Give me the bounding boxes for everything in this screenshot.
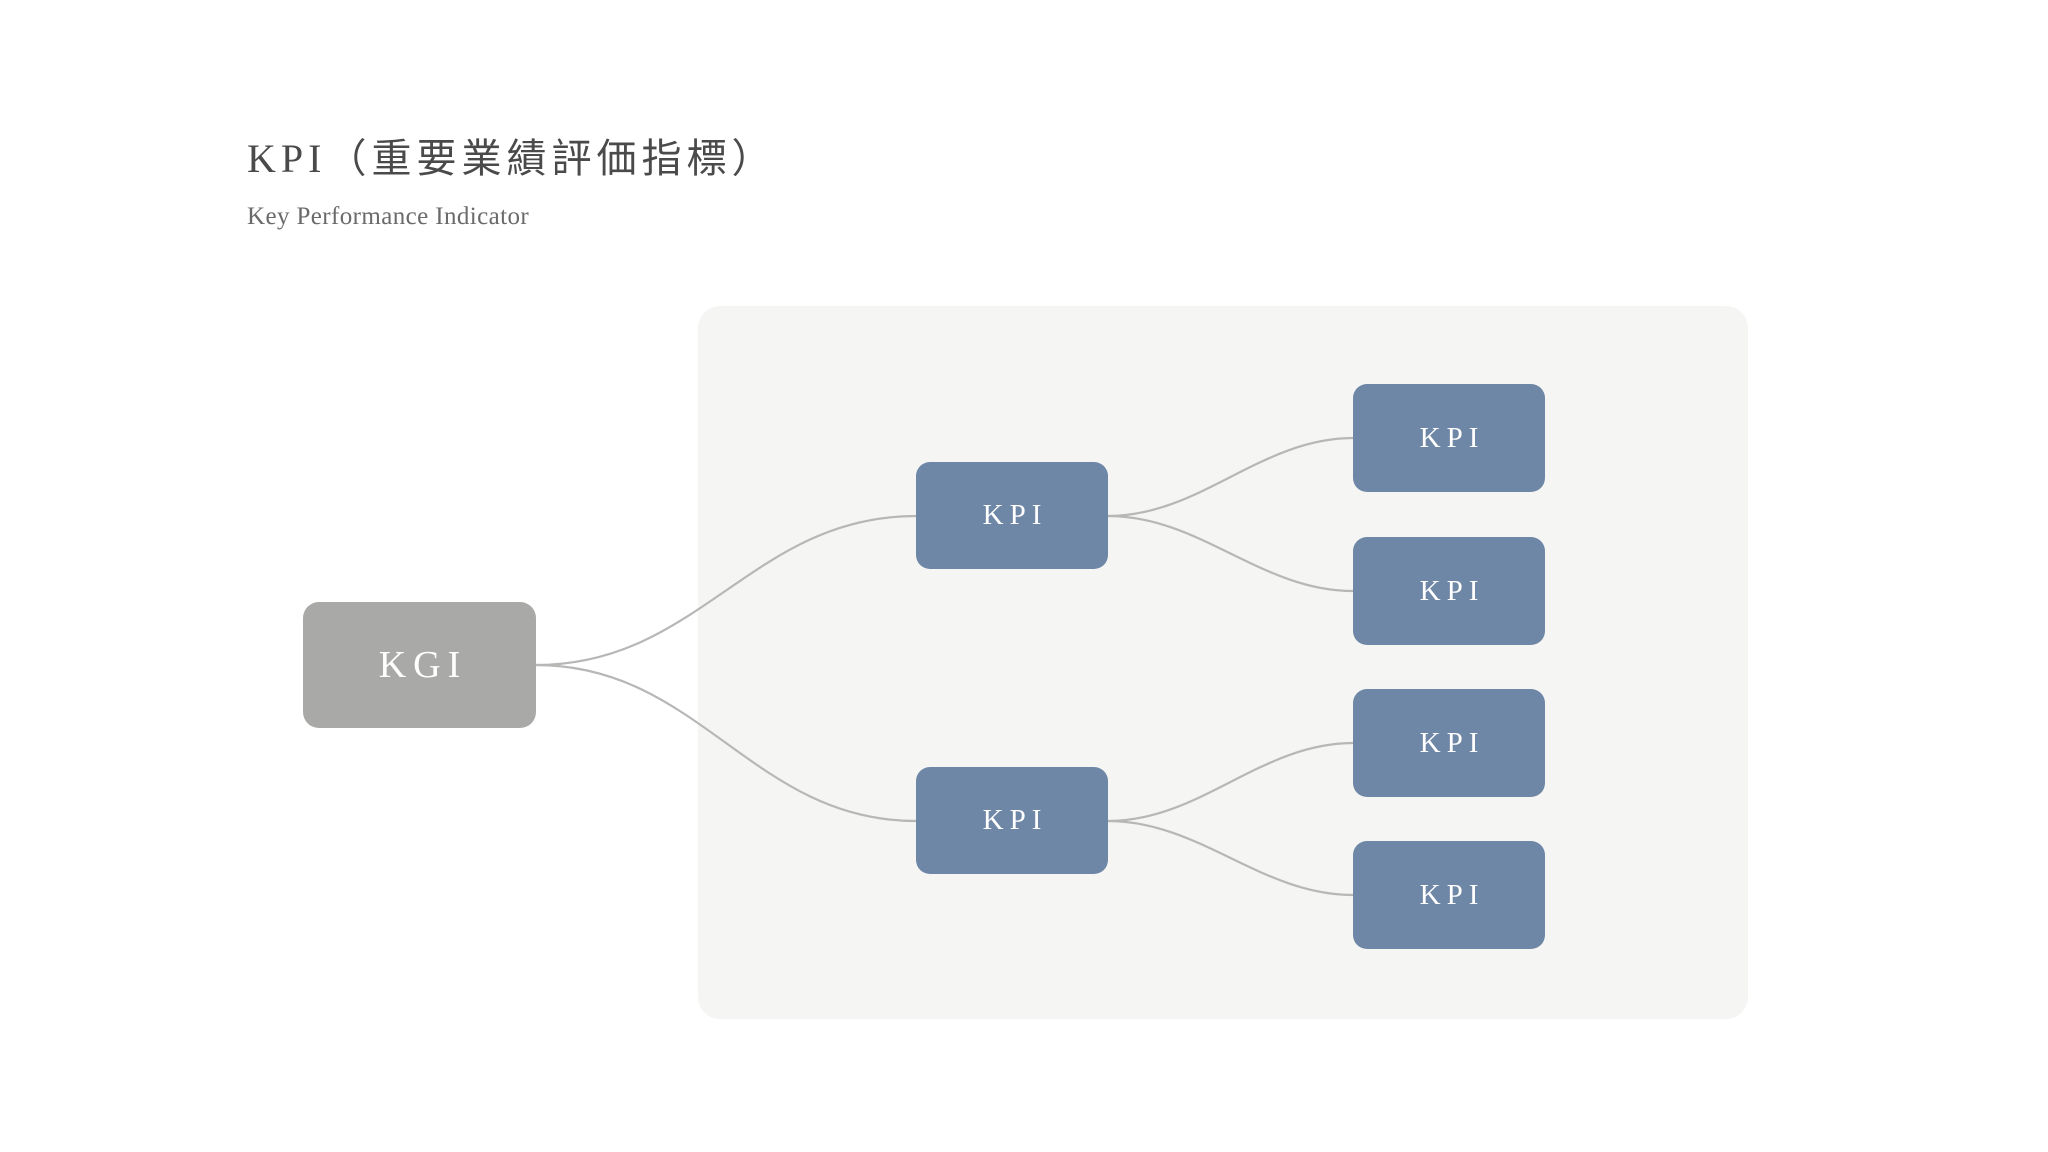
node-kgi[interactable]: KGI	[303, 602, 536, 728]
node-kpi-leaf-2[interactable]: KPI	[1353, 537, 1545, 645]
node-kpi-leaf-1[interactable]: KPI	[1353, 384, 1545, 492]
page-subtitle: Key Performance Indicator	[247, 203, 530, 230]
node-kpi-leaf-4[interactable]: KPI	[1353, 841, 1545, 949]
node-kpi-mid-1[interactable]: KPI	[916, 462, 1108, 569]
header-block: KPI（重要業績評価指標） Key Performance Indicator	[247, 134, 1447, 232]
node-kpi-mid-2[interactable]: KPI	[916, 767, 1108, 874]
page-title: KPI（重要業績評価指標）	[247, 136, 777, 181]
diagram-panel	[698, 306, 1748, 1019]
node-kpi-leaf-3[interactable]: KPI	[1353, 689, 1545, 797]
